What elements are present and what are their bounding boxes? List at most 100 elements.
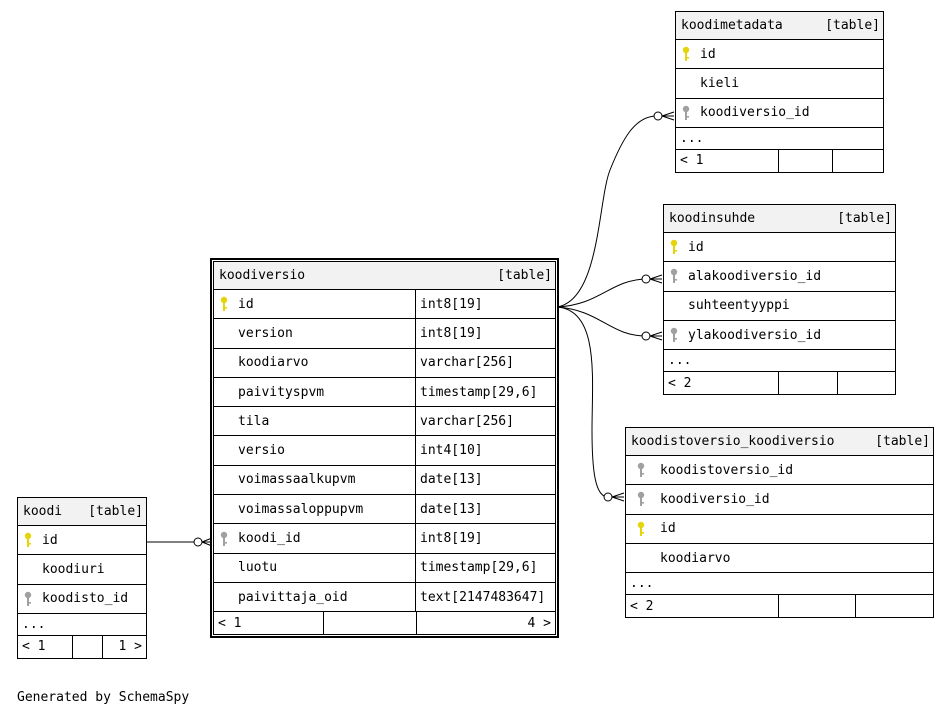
column-row[interactable]: suhteentyyppi [664,292,895,321]
column-name: alakoodiversio_id [688,268,822,284]
column-name: id [660,521,676,537]
edge-koodistoversio-koodiversio [556,306,609,498]
column-row[interactable]: id [676,40,883,70]
column-type: text[2147483647] [415,582,555,612]
foreign-key-icon [214,531,234,547]
table-footer: < 1 [676,149,883,172]
table-name[interactable]: koodimetadata [681,18,783,33]
foreign-key-icon [676,105,696,121]
column-name: voimassaloppupvm [238,501,364,517]
column-name: kieli [700,75,740,91]
more-columns: ... [626,573,933,596]
column-name: id [238,296,254,312]
column-row[interactable]: paivityspvm timestamp[29,6] [214,377,555,408]
table-header: koodi [table] [18,498,146,526]
column-row[interactable]: koodiversio_id [676,99,883,128]
column-name: koodisto_id [42,591,129,607]
table-tag: [table] [497,268,552,283]
table-tag: [table] [88,504,143,519]
column-row[interactable]: koodiversio_id [626,485,933,515]
column-row[interactable]: ylakoodiversio_id [664,321,895,351]
column-row[interactable]: koodiarvo [626,544,933,574]
edge-koodinsuhde-yla [556,306,647,337]
column-name: koodiuri [42,561,105,577]
parents-count: < 2 [630,598,654,614]
table-footer: < 2 [626,595,933,618]
table-tag: [table] [837,211,892,226]
column-type: int8[19] [415,319,555,348]
column-name: ylakoodiversio_id [688,327,822,343]
footer-middle [778,372,837,395]
foreign-key-icon [664,327,684,343]
table-name[interactable]: koodistoversio_koodiversio [631,434,835,449]
table-tag: [table] [825,18,880,33]
column-type: int4[10] [415,436,555,465]
parents-count: < 1 [22,639,46,655]
table-footer: < 1 4 > [214,612,555,635]
table-name[interactable]: koodinsuhde [669,211,756,226]
column-row[interactable]: koodistoversio_id [626,456,933,486]
parents-count: < 1 [218,615,242,631]
children-count [837,372,895,395]
edge-koodinsuhde-ala [556,278,647,308]
column-name: version [238,325,293,341]
parents-count: < 1 [680,153,704,169]
column-row[interactable]: id [18,526,146,556]
column-name: paivityspvm [238,384,325,400]
table-header: koodimetadata [table] [676,12,883,40]
primary-key-icon [214,296,234,312]
table-header: koodistoversio_koodiversio [table] [626,428,933,456]
children-count [855,595,933,618]
column-row[interactable]: alakoodiversio_id [664,262,895,292]
table-name[interactable]: koodiversio [219,268,306,283]
column-type: timestamp[29,6] [415,553,555,582]
edge-koodimetadata [556,115,659,308]
foreign-key-icon [626,462,656,478]
column-name: koodistoversio_id [660,462,794,478]
column-type: timestamp[29,6] [415,377,555,407]
column-row[interactable]: id [626,515,933,544]
column-row[interactable]: voimassaloppupvm date[13] [214,495,555,525]
primary-key-icon [18,532,38,548]
column-type: varchar[256] [415,348,555,377]
column-row[interactable]: version int8[19] [214,319,555,349]
column-row[interactable]: versio int4[10] [214,436,555,466]
table-footer: < 1 1 > [18,635,146,658]
column-name: id [42,532,58,548]
column-name: voimassaalkupvm [238,472,356,488]
more-columns: ... [18,614,146,636]
footer-middle [778,595,855,618]
more-columns: ... [676,128,883,150]
foreign-key-icon [626,491,656,507]
column-name: paivittaja_oid [238,589,348,605]
table-header: koodinsuhde [table] [664,205,895,233]
column-row[interactable]: kieli [676,69,883,99]
table-koodimetadata[interactable]: koodimetadata [table] id kieli koodiversio… [675,11,884,173]
footer-middle [72,635,102,658]
children-count [832,149,883,172]
column-name: suhteentyyppi [688,298,790,314]
column-name: id [688,239,704,255]
column-row[interactable]: koodiuri [18,555,146,585]
column-row[interactable]: koodisto_id [18,585,146,614]
primary-key-icon [664,239,684,255]
column-name: koodiversio_id [660,491,770,507]
footer-middle [778,149,832,172]
column-name: versio [238,443,285,459]
table-name[interactable]: koodi [23,504,63,519]
table-koodistoversio-koodiversio[interactable]: koodistoversio_koodiversio [table] koodi… [625,427,934,619]
column-type: date[13] [415,495,555,524]
column-row[interactable]: paivittaja_oid text[2147483647] [214,582,555,613]
generated-by-text: Generated by SchemaSpy [17,690,190,705]
column-row[interactable]: id [664,233,895,263]
